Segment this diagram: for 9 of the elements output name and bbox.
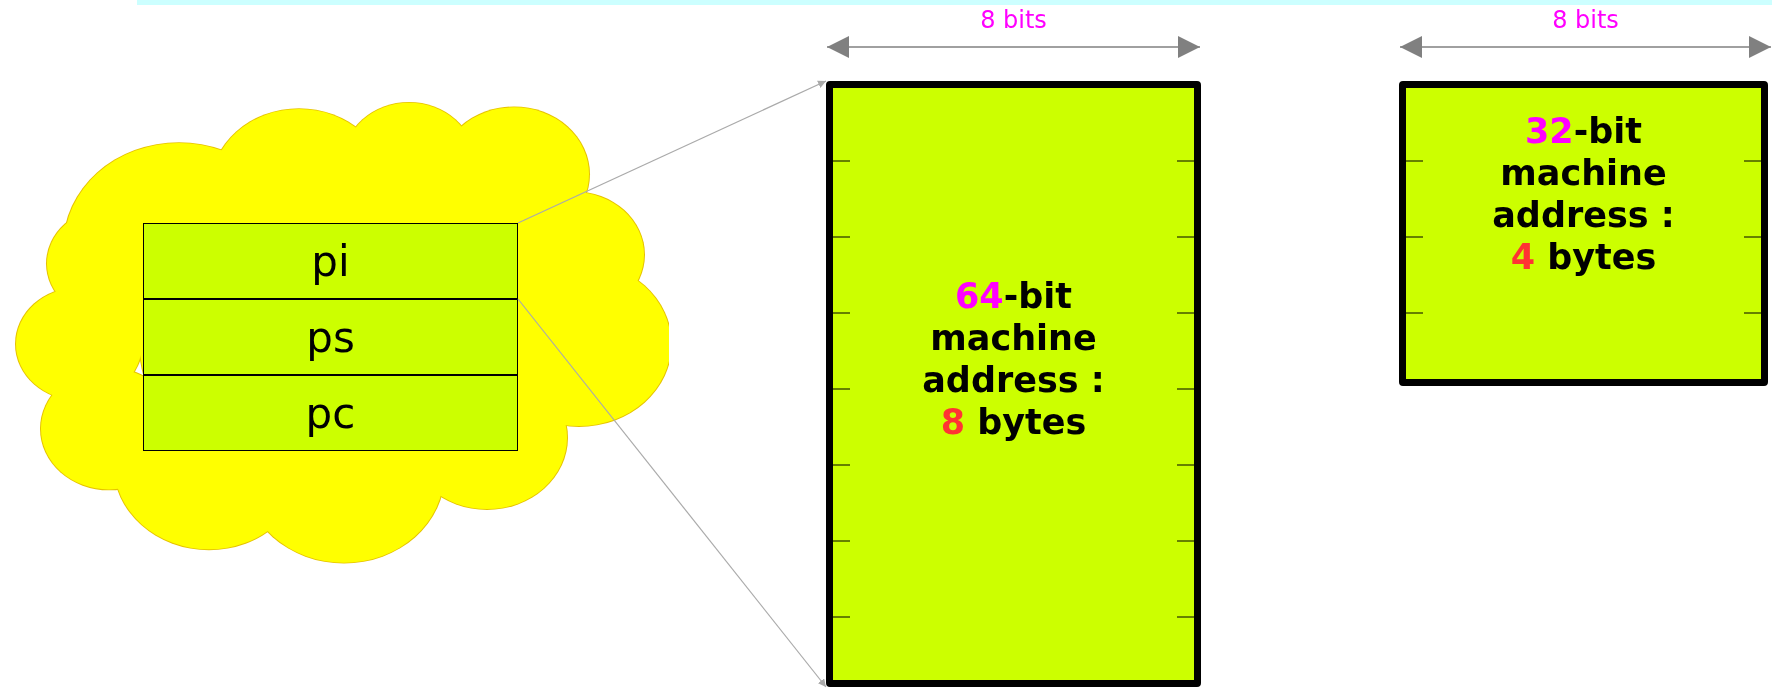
dimension-label: 8 bits — [1551, 6, 1620, 34]
table-cell: pi — [143, 223, 518, 299]
arrow — [517, 80, 827, 224]
table-cell: pc — [143, 375, 518, 451]
dimension-label: 8 bits — [979, 6, 1048, 34]
memory-block: 64-bit machine address : 8 bytes — [826, 81, 1201, 687]
memory-block: 32-bit machine address : 4 bytes — [1399, 81, 1768, 386]
table-cell: ps — [143, 299, 518, 375]
arrow — [517, 298, 827, 688]
